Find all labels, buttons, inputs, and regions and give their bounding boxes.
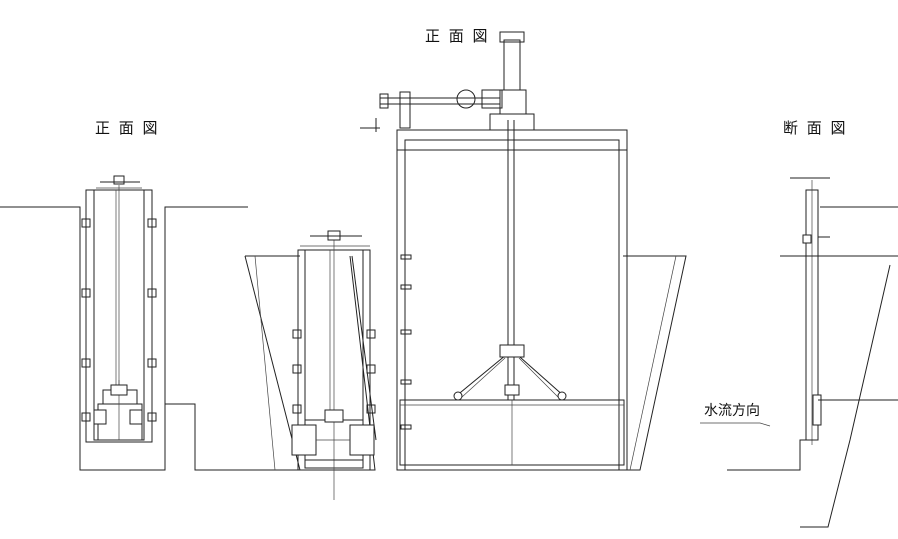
right-view-title: 断 面 図	[783, 119, 848, 137]
center-view-title: 正 面 図	[425, 27, 490, 45]
center-medium-gate	[244, 230, 377, 500]
right-section-view	[727, 177, 898, 528]
flow-arrow	[700, 422, 771, 427]
left-small-gate	[0, 175, 248, 471]
center-large-gate	[360, 31, 687, 471]
flow-direction-label: 水流方向	[704, 403, 760, 419]
left-view-title: 正 面 図	[95, 119, 160, 137]
